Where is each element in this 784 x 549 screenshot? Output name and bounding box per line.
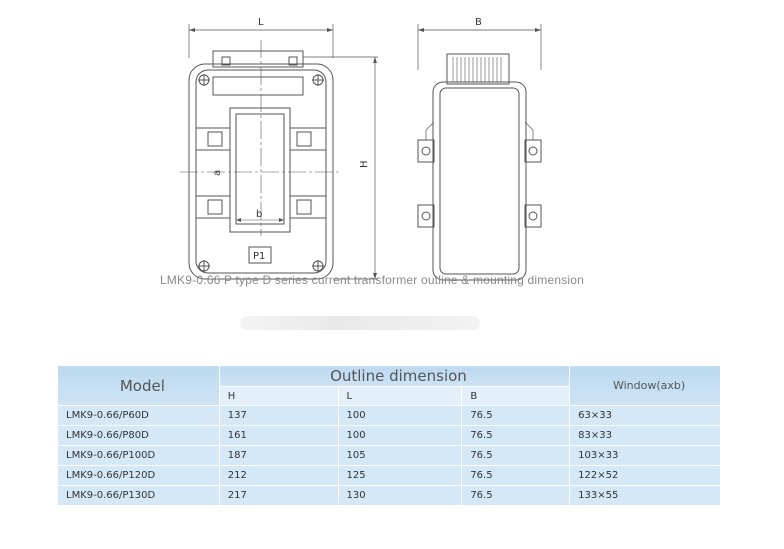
cell-b: 76.5 — [461, 425, 571, 446]
header-outline-dimension: Outline dimension — [218, 365, 571, 387]
table-row: LMK9-0.66/P100D 187 105 76.5 103×33 — [57, 445, 721, 466]
dim-label-B: B — [475, 17, 482, 28]
dim-label-L: L — [258, 17, 264, 28]
cell-window: 83×33 — [569, 425, 721, 446]
header-model: Model — [57, 365, 220, 406]
cell-h: 187 — [218, 445, 339, 466]
cell-window: 122×52 — [569, 465, 721, 486]
cell-h: 137 — [218, 405, 339, 426]
header-l: L — [337, 386, 463, 406]
header-b: B — [461, 386, 571, 406]
cell-window: 63×33 — [569, 405, 721, 426]
header-h: H — [218, 386, 339, 406]
cell-b: 76.5 — [461, 485, 571, 506]
cell-model: LMK9-0.66/P60D — [57, 405, 220, 426]
cell-b: 76.5 — [461, 465, 571, 486]
cell-model: LMK9-0.66/P100D — [57, 445, 220, 466]
table-row: LMK9-0.66/P120D 212 125 76.5 122×52 — [57, 465, 721, 486]
cell-h: 217 — [218, 485, 339, 506]
header-window: Window(axb) — [569, 365, 721, 406]
cell-model: LMK9-0.66/P120D — [57, 465, 220, 486]
cell-h: 161 — [218, 425, 339, 446]
cell-l: 130 — [337, 485, 463, 506]
cell-l: 105 — [337, 445, 463, 466]
screw-icons — [198, 74, 324, 272]
cell-h: 212 — [218, 465, 339, 486]
front-view — [180, 24, 378, 280]
table-row: LMK9-0.66/P130D 217 130 76.5 133×55 — [57, 485, 721, 506]
cell-window: 133×55 — [569, 485, 721, 506]
cell-b: 76.5 — [461, 445, 571, 466]
dim-label-b: b — [256, 209, 262, 220]
blurred-divider — [240, 316, 480, 330]
cell-l: 125 — [337, 465, 463, 486]
drawing-caption: LMK9-0.66 P type D series current transf… — [159, 273, 585, 287]
cell-model: LMK9-0.66/P130D — [57, 485, 220, 506]
dimension-table: Model Outline dimension Window(axb) H L … — [57, 365, 721, 506]
dim-label-H: H — [359, 160, 370, 168]
table-row: LMK9-0.66/P60D 137 100 76.5 63×33 — [57, 405, 721, 426]
dim-label-a: a — [212, 170, 223, 176]
side-view — [417, 24, 542, 281]
cell-window: 103×33 — [569, 445, 721, 466]
table-row: LMK9-0.66/P80D 161 100 76.5 83×33 — [57, 425, 721, 446]
cell-l: 100 — [337, 405, 463, 426]
cell-model: LMK9-0.66/P80D — [57, 425, 220, 446]
plate-label: P1 — [253, 251, 265, 262]
cell-l: 100 — [337, 425, 463, 446]
cell-b: 76.5 — [461, 405, 571, 426]
outline-drawing: L H a b P1 B — [180, 17, 542, 281]
